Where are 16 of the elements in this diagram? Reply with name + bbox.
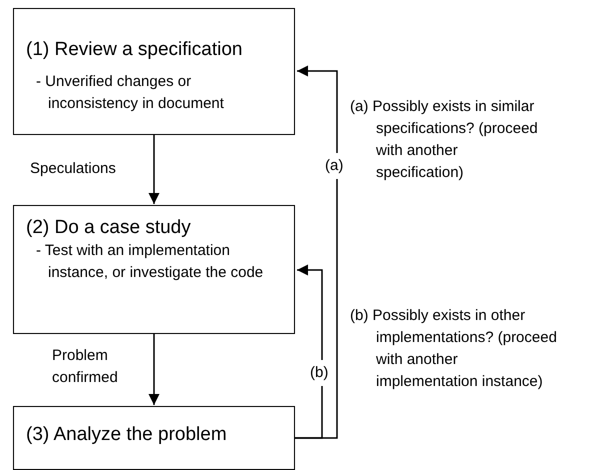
step-title: (1) Review a specification [26,39,242,61]
step-title: (3) Analyze the problem [26,424,227,446]
arrow [295,264,323,439]
process-box [13,8,295,135]
arrow [148,135,160,204]
note-text: (a) Possibly exists in similar specifications? (proceed with another specification) [350,97,539,183]
step-description: - Unverified changes or inconsistency in document [36,72,225,114]
arrow [148,334,160,405]
edge-label: (b) [310,360,328,386]
edge-label: (a) [325,153,344,179]
arrow [295,66,338,439]
process-box [13,406,295,470]
step-title: (2) Do a case study [26,217,191,239]
note-text: (b) Possibly exists in other implementations? (proceed with another implementation instance) [350,306,558,392]
step-description: - Test with an implementation instance, or investigate the code [36,241,264,283]
process-box [13,205,295,334]
